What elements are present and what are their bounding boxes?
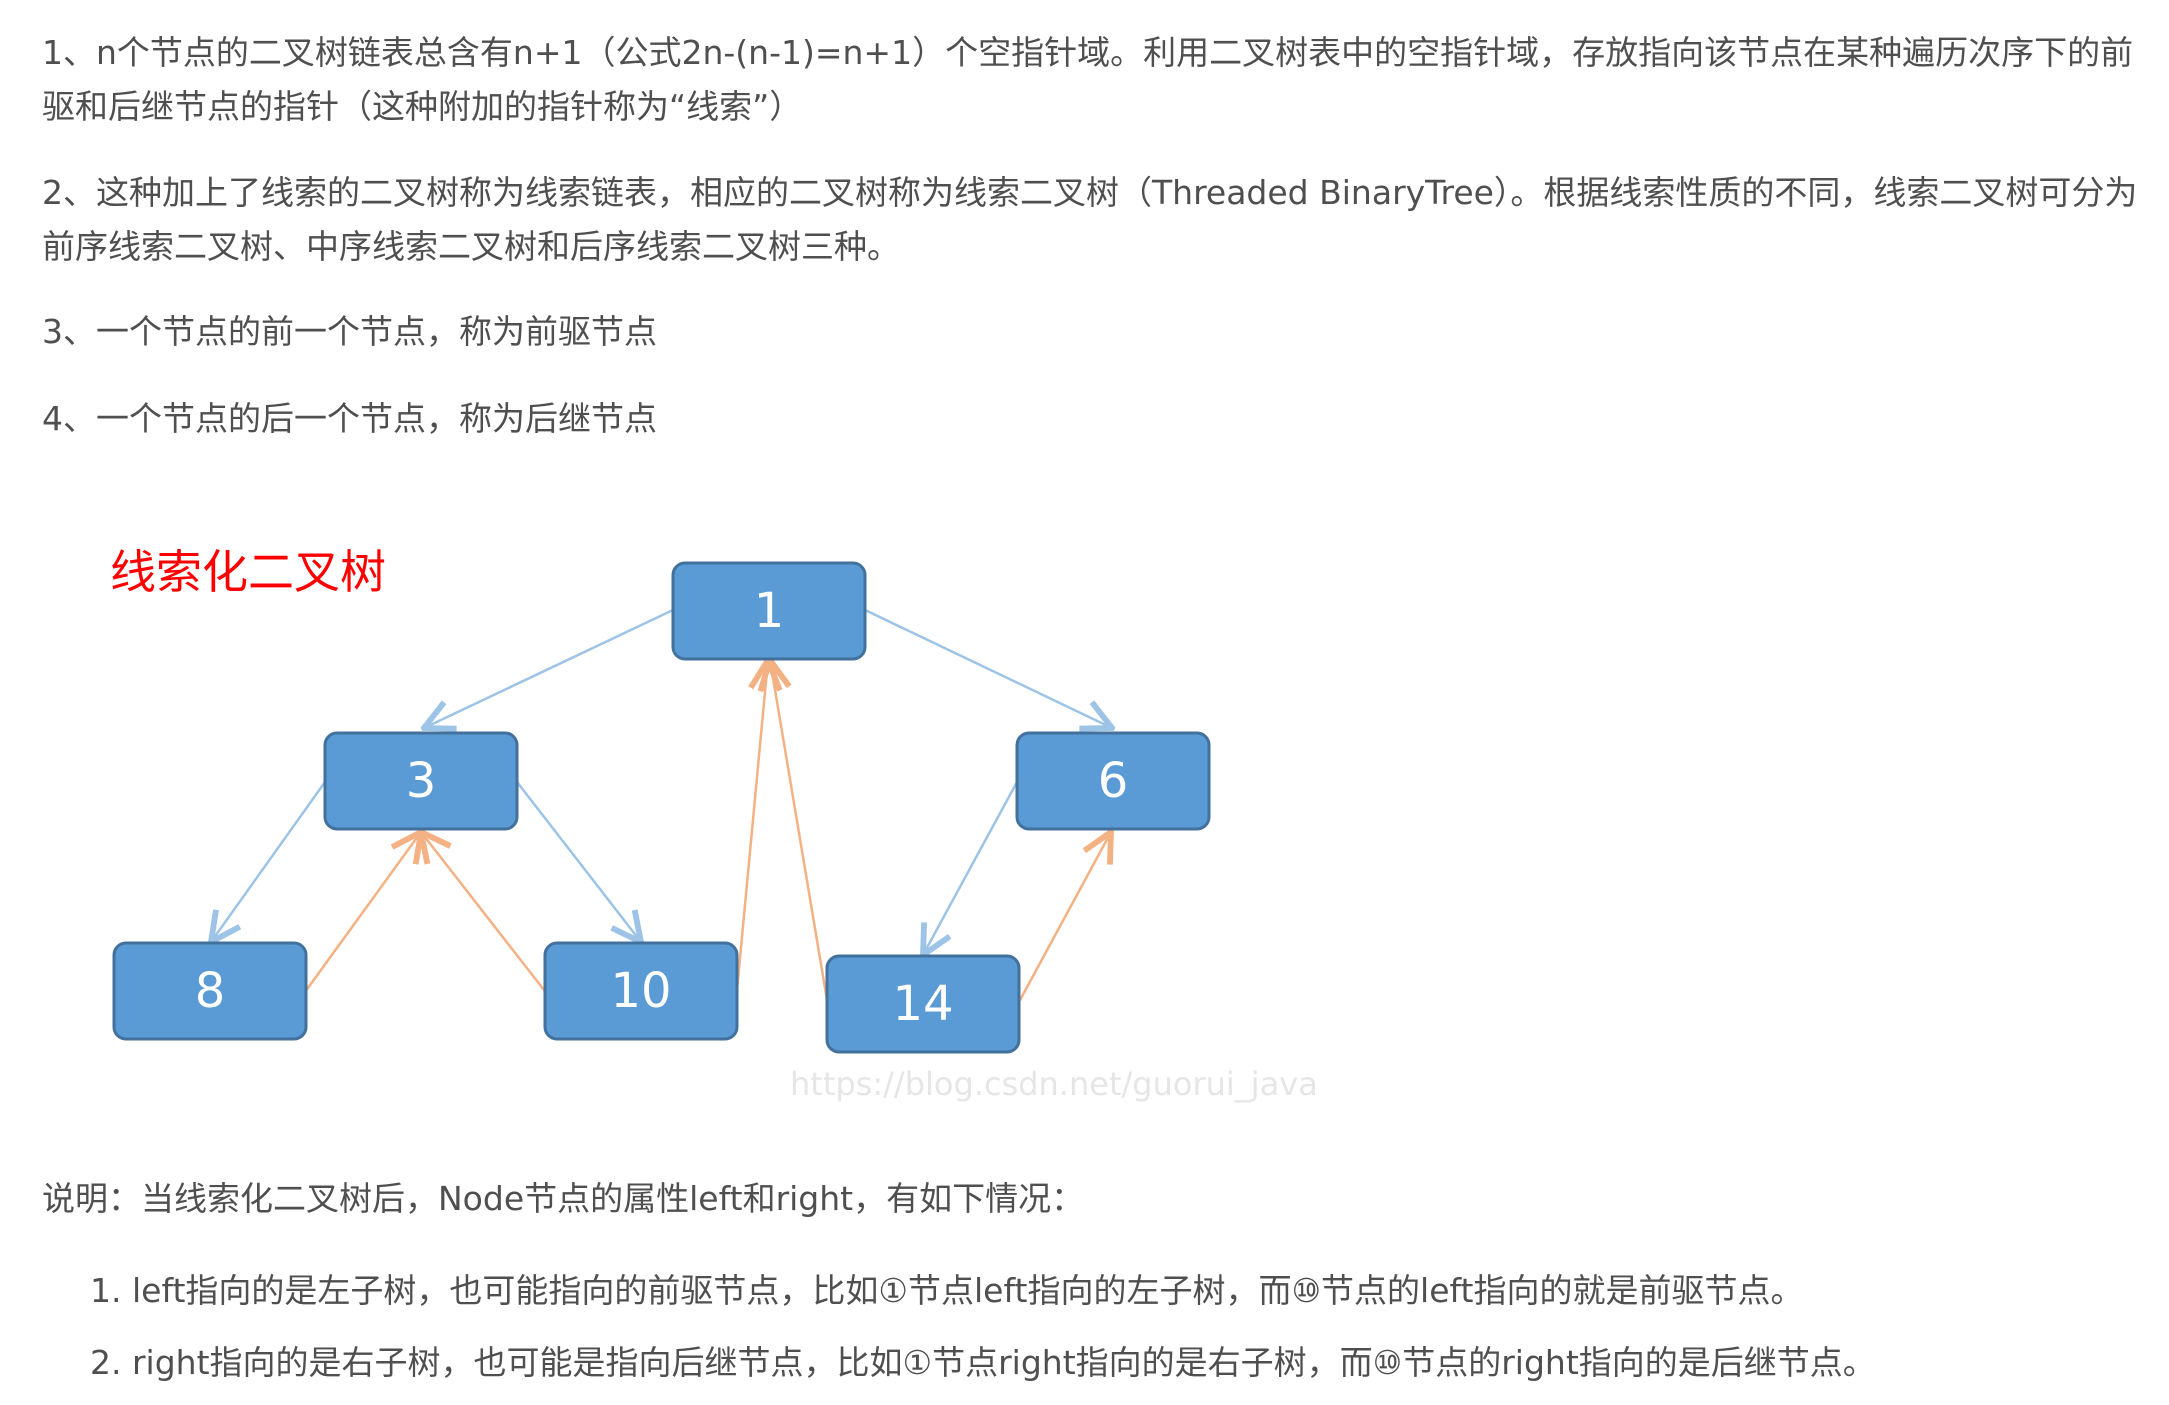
tree-node-label: 3 (406, 753, 437, 809)
list-item-1: 1. left指向的是左子树，也可能指向的前驱节点，比如①节点left指向的左子… (90, 1271, 1804, 1310)
tree-node-14: 14 (825, 954, 1021, 1054)
tree-node-10: 10 (543, 941, 739, 1041)
link-1-to-6 (864, 608, 1112, 728)
tree-node-label: 6 (1098, 753, 1129, 809)
tree-node-8: 8 (112, 941, 308, 1041)
paragraph-2: 2、这种加上了线索的二叉树称为线索链表，相应的二叉树称为线索二叉树（Thread… (42, 173, 2138, 266)
paragraph-4: 4、一个节点的后一个节点，称为后继节点 (42, 399, 657, 438)
link-3-to-8 (211, 781, 327, 942)
tree-node-3: 3 (323, 731, 519, 831)
threaded-binary-tree-diagram: 线索化二叉树 1 3 6 8 10 14 https://blog.csdn.n… (110, 545, 1318, 1103)
link-1-to-3 (424, 608, 674, 728)
watermark: https://blog.csdn.net/guorui_java (790, 1065, 1318, 1103)
tree-node-label: 1 (754, 583, 785, 639)
tree-node-label: 14 (892, 976, 953, 1032)
thread-8-to-3 (303, 832, 421, 993)
note-paragraph: 说明：当线索化二叉树后，Node节点的属性left和right，有如下情况： (42, 1179, 1085, 1218)
thread-14-to-1 (770, 660, 829, 1001)
list-item-2: 2. right指向的是右子树，也可能是指向后继节点，比如①节点right指向的… (90, 1343, 1876, 1382)
diagram-title: 线索化二叉树 (110, 545, 386, 599)
tree-node-1: 1 (671, 561, 867, 661)
link-6-to-14 (923, 781, 1019, 955)
tree-node-label: 8 (195, 963, 226, 1019)
thread-10-to-1 (735, 660, 768, 991)
link-3-to-10 (516, 781, 641, 942)
tree-node-6: 6 (1015, 731, 1211, 831)
paragraph-3: 3、一个节点的前一个节点，称为前驱节点 (42, 312, 657, 351)
thread-14-to-6 (1017, 832, 1111, 1003)
thread-10-to-3 (421, 832, 545, 991)
paragraph-1: 1、n个节点的二叉树链表总含有n+1（公式2n-(n-1)=n+1）个空指针域。… (42, 33, 2134, 126)
tree-node-label: 10 (610, 963, 671, 1019)
